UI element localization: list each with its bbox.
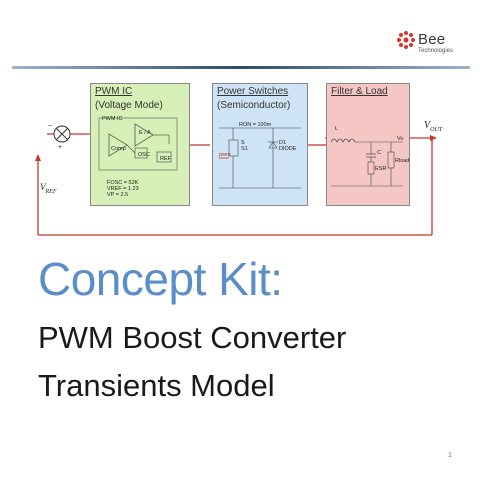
header-rule xyxy=(12,66,470,69)
vo-label: Vo xyxy=(397,136,404,142)
switch-s-label: S xyxy=(241,140,245,146)
power-switches-subtitle: (Semiconductor) xyxy=(217,100,291,111)
pwm-ic-inner-label: PWM IC xyxy=(102,116,123,122)
filter-load-schematic-icon xyxy=(330,138,403,187)
sum-minus-sign: − xyxy=(48,123,53,130)
vref-label: VREF xyxy=(40,182,57,195)
slide-subtitle-line1: PWM Boost Converter xyxy=(38,320,347,355)
slide-subtitle-line2: Transients Model xyxy=(38,368,275,403)
esr-label: ESR xyxy=(375,166,387,172)
power-switch-schematic-icon xyxy=(219,127,301,189)
vout-label: VOUT xyxy=(424,120,443,133)
pwm-ic-schematic-icon xyxy=(98,117,178,171)
slide-heading: Concept Kit: xyxy=(38,253,283,305)
power-switches-title: Power Switches xyxy=(217,86,289,97)
logo-subtext: Technologies xyxy=(418,48,454,54)
power-switches-block: Power Switches (Semiconductor) RON = 100… xyxy=(212,83,308,206)
sum-plus-sign: + xyxy=(58,144,63,151)
diode-d1-label: D1 xyxy=(279,140,287,146)
switch-s1-label: S1 xyxy=(241,146,248,152)
company-logo: Bee Technologies xyxy=(396,28,466,64)
pwm-signal-label: pwm xyxy=(219,152,231,158)
pwm-param-vp: VP = 2.5 xyxy=(107,192,129,198)
filter-load-title: Filter & Load xyxy=(331,86,388,97)
pwm-param-vref: VREF = 1.23 xyxy=(107,186,139,192)
capacitor-label: C xyxy=(377,150,381,156)
summing-junction-icon xyxy=(53,125,71,143)
logo-name: Bee xyxy=(418,31,446,48)
vout-arrow-icon xyxy=(430,135,437,141)
inductor-label: L xyxy=(335,126,339,132)
diode-name-label: DIODE xyxy=(279,146,297,152)
ron-label: RON = 100m xyxy=(239,122,272,128)
feedback-arrow-icon xyxy=(35,154,41,161)
ea-label: E / A xyxy=(139,130,151,136)
pwm-param-fosc: FOSC = 52K xyxy=(107,180,139,186)
filter-load-block: Filter & Load L C ESR Rload Vo xyxy=(326,83,410,206)
rload-label: Rload xyxy=(395,158,410,164)
pwm-ic-subtitle: (Voltage Mode) xyxy=(95,100,163,111)
vout-subscript: OUT xyxy=(430,127,443,133)
block-diagram: − + VREF PWM IC (Voltage Mode) PWM IC E … xyxy=(0,72,480,252)
comp-label: Comp xyxy=(111,146,126,152)
bee-logo-icon xyxy=(397,31,415,49)
pwm-ic-block: PWM IC (Voltage Mode) PWM IC E / A Comp … xyxy=(90,83,190,206)
ref-label: REF xyxy=(160,156,171,162)
pwm-ic-title: PWM IC xyxy=(95,86,133,97)
osc-label: OSC xyxy=(138,152,150,158)
page-number: 1 xyxy=(448,452,452,459)
vref-subscript: REF xyxy=(45,188,57,195)
